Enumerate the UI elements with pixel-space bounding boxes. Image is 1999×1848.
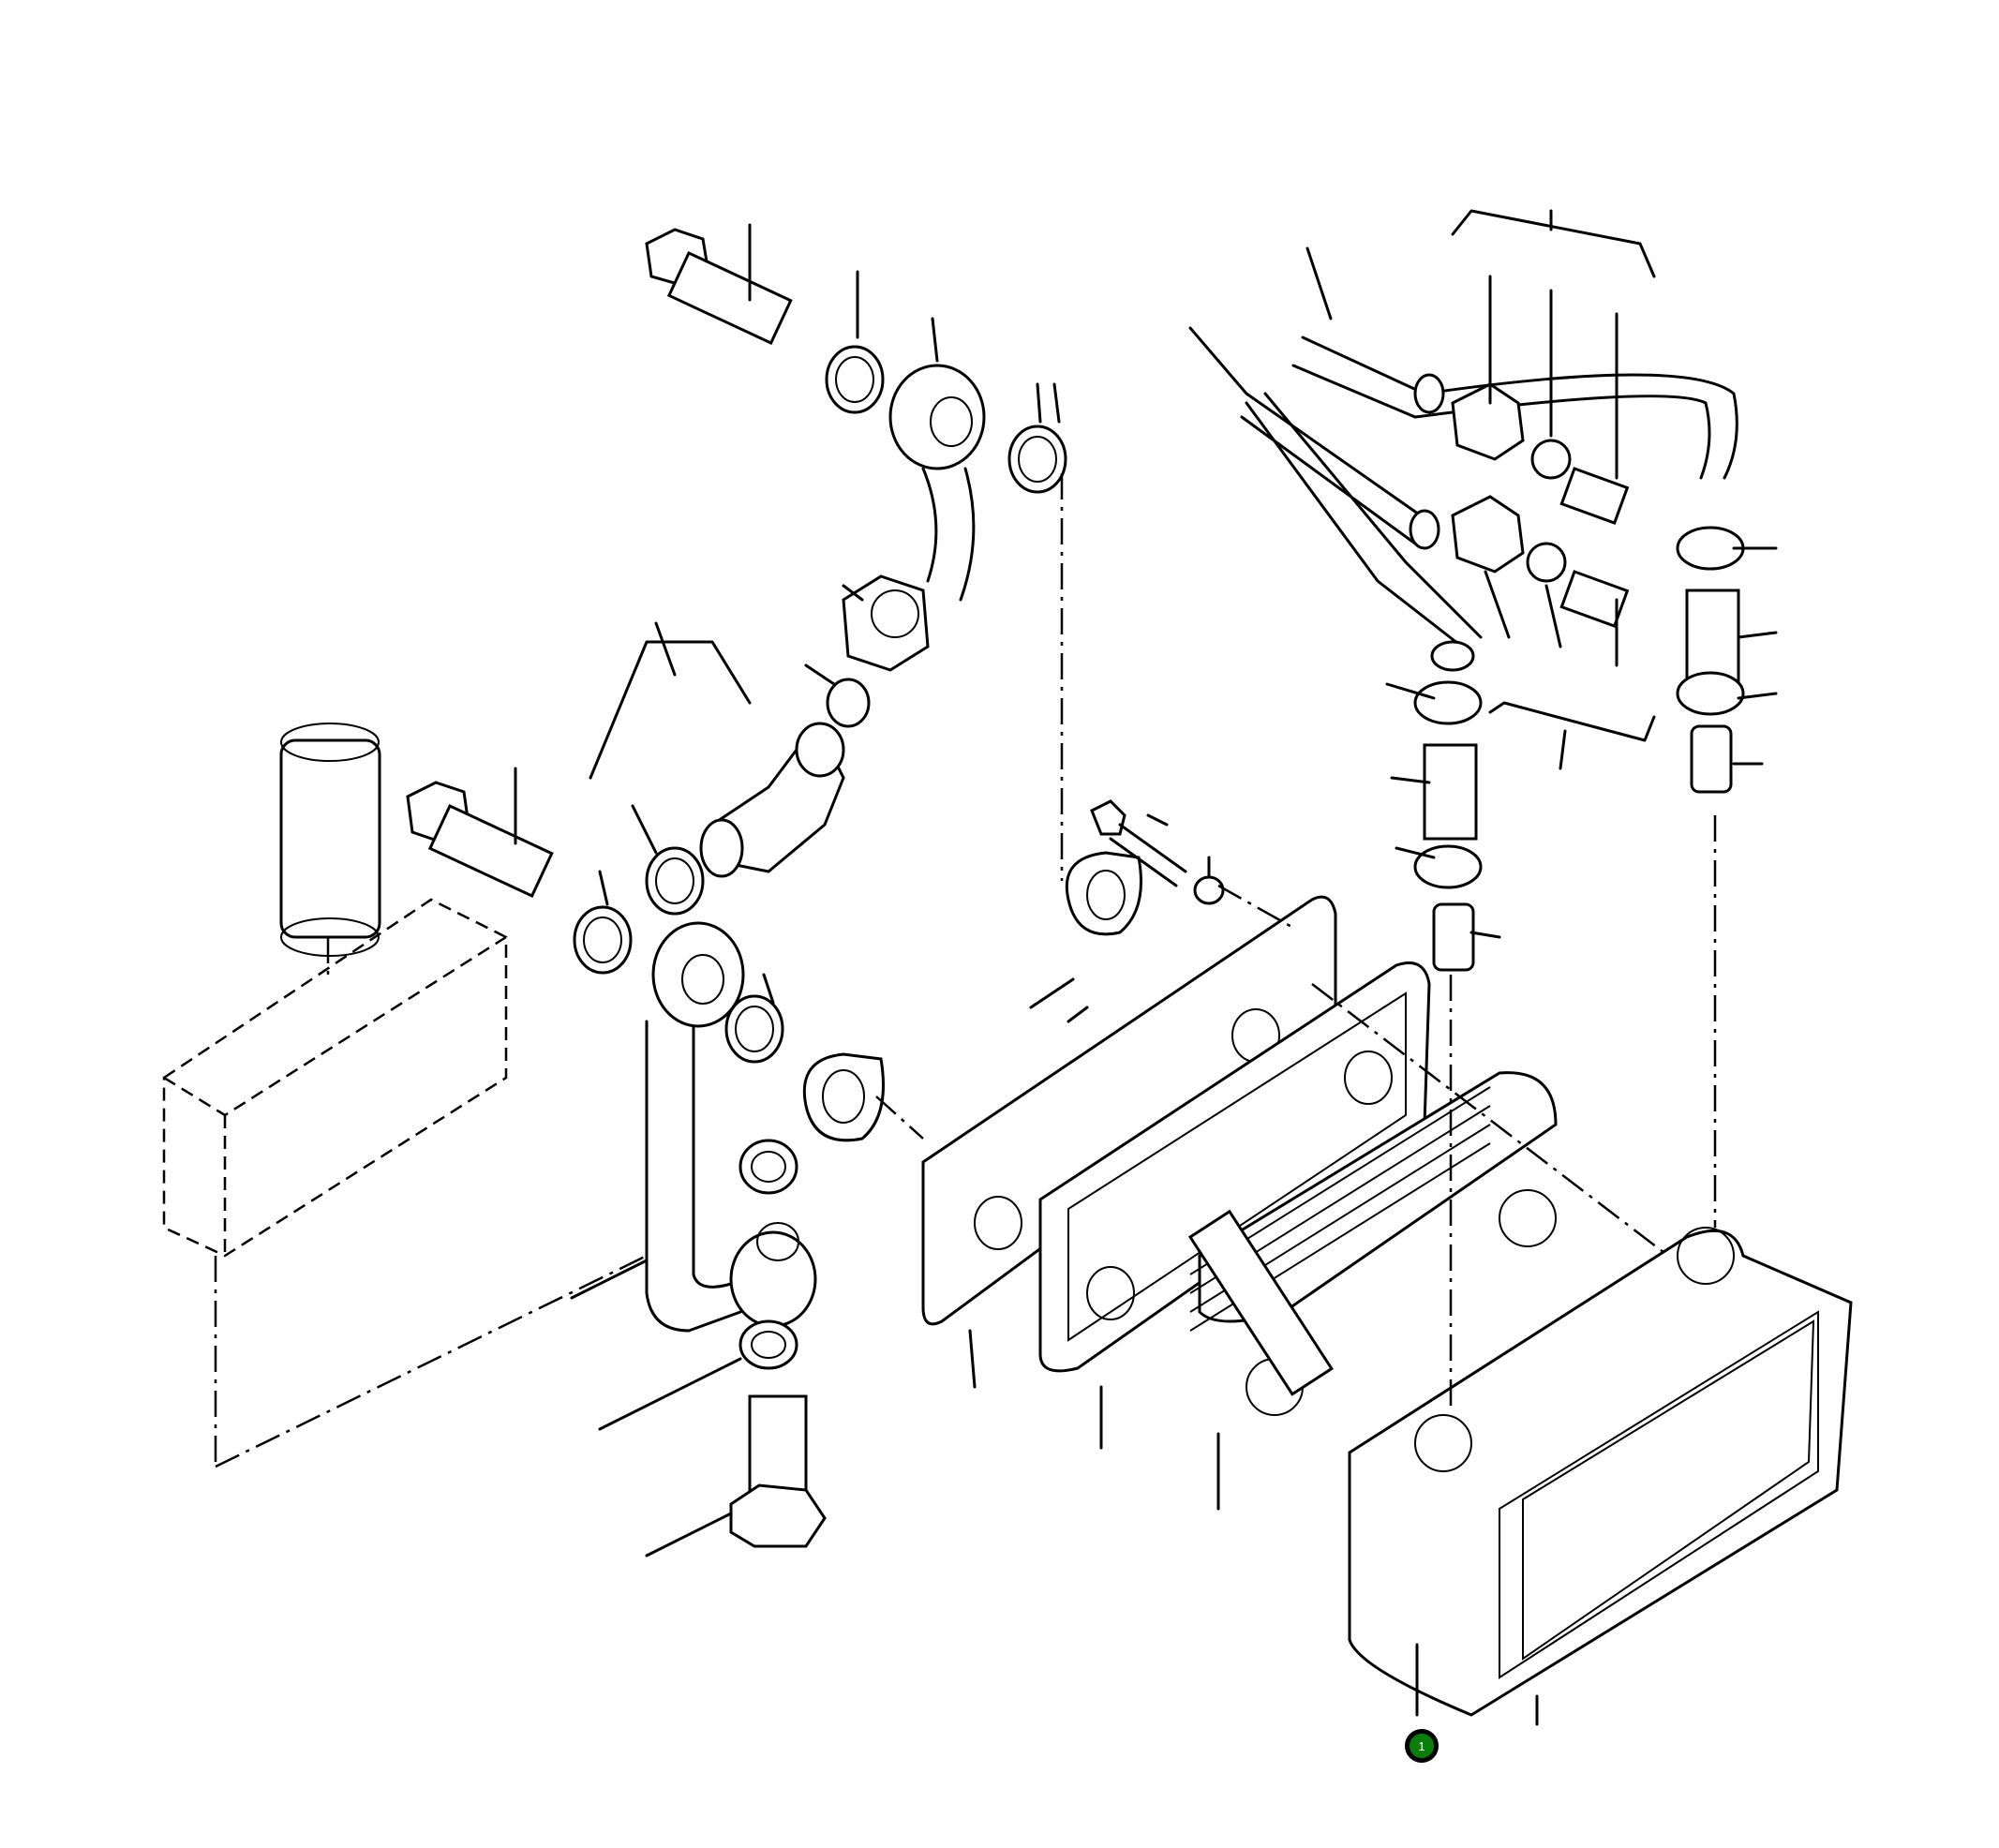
centerlines [214,473,1717,1468]
hotspot-label: 1 [1418,1738,1425,1753]
mounting-block-phantom [162,898,508,1258]
filter-canister [279,723,381,957]
leader-lines [804,209,1778,1023]
oil-hoses [1240,335,1738,672]
olive [826,678,871,728]
lower-banjo-eye-pipe [645,921,817,1333]
oil-cooler-housing [1348,1227,1853,1717]
flange-gasket [802,851,1142,1142]
lower-banjo-bolt [406,767,554,899]
bottom-banjo-bolt [729,1394,827,1548]
hotspot-marker-1[interactable]: 1 [1405,1729,1439,1763]
upper-banjo-bolt [645,223,793,346]
upper-banjo-eye [888,317,986,602]
cap-screw [1090,799,1225,905]
elbow-fitting [699,722,845,878]
hose-fittings [1451,382,1630,629]
cooler-core [1187,1071,1558,1416]
union-nut [842,574,930,672]
